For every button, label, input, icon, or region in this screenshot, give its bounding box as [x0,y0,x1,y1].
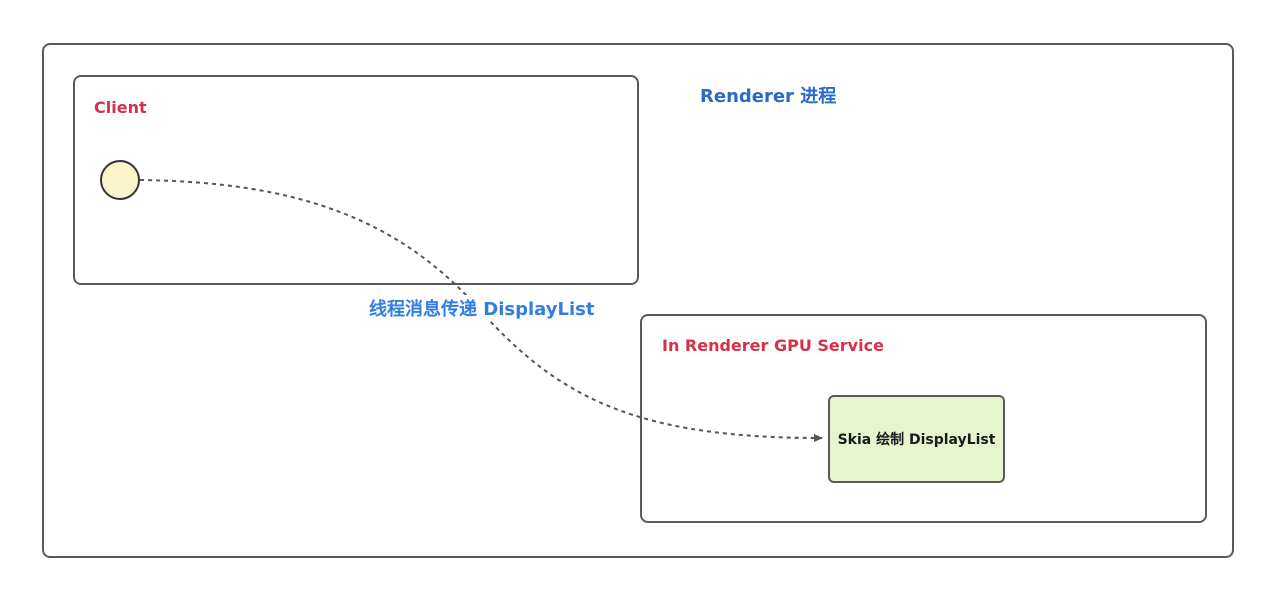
client-start-node [100,160,140,200]
gpu-service-title: In Renderer GPU Service [662,336,884,355]
edge-label: 线程消息传递 DisplayList [367,295,597,321]
renderer-process-container [42,43,1234,558]
client-title: Client [94,98,147,117]
client-container [73,75,639,285]
renderer-process-title: Renderer 进程 [700,86,837,107]
skia-draw-node: Skia 绘制 DisplayList [828,395,1005,483]
skia-draw-label: Skia 绘制 DisplayList [837,432,996,448]
